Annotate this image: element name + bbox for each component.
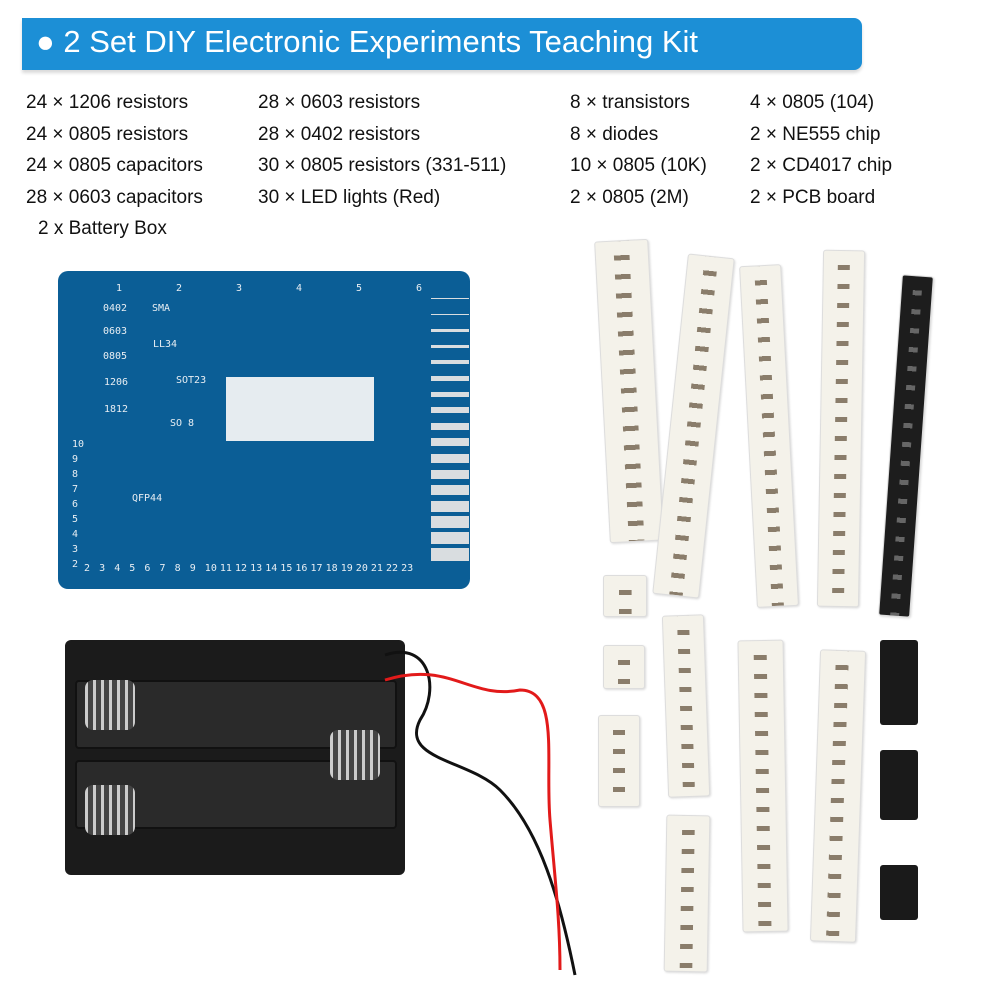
ruler-tick-label: 9: [189, 563, 196, 574]
trace-width-sample: [431, 329, 469, 332]
ruler-tick-label: 7: [72, 484, 79, 495]
trace-width-sample: [431, 391, 469, 398]
ruler-tick-label: 5: [129, 563, 136, 574]
ic-chip-package: [880, 750, 918, 820]
trace-width-sample: [431, 500, 469, 512]
component-tape-strip: [603, 575, 647, 617]
spec-item: 30 × 0805 resistors (331-511): [258, 155, 507, 176]
pcb-window: [226, 377, 374, 441]
ruler-tick-label: 4: [296, 283, 303, 294]
spring-icon: [85, 680, 135, 730]
trace-width-sample: [431, 422, 469, 430]
ruler-tick-label: 4: [72, 529, 79, 540]
footprint-label: QFP44: [132, 493, 163, 504]
ic-chip-package: [880, 640, 918, 725]
footprint-label: SO 8: [170, 418, 195, 429]
spec-item: 2 x Battery Box: [38, 218, 167, 239]
ruler-tick-label: 15: [280, 563, 293, 574]
ruler-tick-label: 6: [72, 499, 79, 510]
ruler-tick-label: 6: [144, 563, 151, 574]
ruler-tick-label: 4: [114, 563, 121, 574]
title-banner: ● 2 Set DIY Electronic Experiments Teach…: [22, 18, 862, 70]
footprint-label: SMA: [152, 303, 171, 314]
spec-item: 2 × 0805 (2M): [570, 186, 689, 208]
trace-width-sample: [431, 438, 469, 447]
footprint-label: 0805: [103, 351, 128, 362]
ruler-tick-label: 9: [72, 454, 79, 465]
spec-item: 8 × diodes: [570, 123, 659, 145]
spec-item: 28 × 0603 resistors: [258, 92, 421, 113]
spec-item: 28 × 0402 resistors: [258, 123, 421, 145]
footprint-label: 1206: [104, 377, 129, 388]
spec-item: 30 × LED lights (Red): [258, 186, 441, 208]
footprint-label: 0402: [103, 303, 128, 314]
ruler-tick-label: 14: [265, 563, 278, 574]
trace-width-sample: [431, 407, 469, 414]
trace-width-sample: [431, 532, 469, 545]
spec-item: 2 × NE555 chip: [750, 123, 881, 145]
ruler-tick-label: 20: [355, 563, 368, 574]
component-tape-strip: [603, 645, 645, 689]
trace-width-sample: [431, 360, 469, 365]
ruler-tick-label: 3: [236, 283, 243, 294]
ruler-tick-label: 6: [416, 283, 423, 294]
ruler-tick-label: 18: [325, 563, 338, 574]
ruler-tick-label: 3: [99, 563, 106, 574]
trace-width-sample: [431, 469, 469, 479]
ruler-tick-label: 23: [401, 563, 414, 574]
ruler-tick-label: 3: [72, 544, 79, 555]
ruler-tick-label: 5: [72, 514, 79, 525]
ruler-tick-label: 11: [219, 563, 232, 574]
trace-width-sample: [431, 547, 469, 561]
spec-item: 28 × 0603 capacitors: [26, 186, 203, 208]
ruler-tick-label: 5: [356, 283, 363, 294]
ruler-tick-label: 16: [295, 563, 308, 574]
footprint-label: LL34: [153, 339, 178, 350]
trace-width-sample: [431, 344, 469, 349]
footprint-label: 1812: [104, 404, 129, 415]
trace-width-sample: [431, 454, 469, 463]
trace-width-sample: [431, 485, 469, 496]
ruler-tick-label: 10: [72, 439, 85, 450]
spec-item: 24 × 1206 resistors: [26, 92, 189, 113]
battery-box: [65, 640, 405, 875]
ruler-tick-label: 2: [84, 563, 91, 574]
ruler-tick-label: 17: [310, 563, 323, 574]
trace-width-sample: [431, 313, 469, 316]
trace-width-sample: [431, 376, 469, 381]
component-tape-strip: [598, 715, 640, 807]
ruler-tick-label: 10: [204, 563, 217, 574]
ruler-tick-label: 7: [159, 563, 166, 574]
spec-item: 8 × transistors: [570, 92, 690, 113]
page-title: ● 2 Set DIY Electronic Experiments Teach…: [36, 24, 699, 59]
spring-icon: [85, 785, 135, 835]
ruler-tick-label: 21: [370, 563, 383, 574]
ruler-tick-label: 2: [176, 283, 183, 294]
ruler-tick-label: 12: [235, 563, 248, 574]
spec-item: 2 × PCB board: [750, 186, 876, 208]
footprint-label: SOT23: [176, 375, 207, 386]
ruler-tick-label: 19: [340, 563, 353, 574]
trace-width-sample: [431, 298, 469, 299]
ruler-tick-label: 1: [116, 283, 123, 294]
spec-item: 4 × 0805 (104): [750, 92, 875, 113]
ic-chip-package: [880, 865, 918, 920]
spec-item: 24 × 0805 capacitors: [26, 155, 203, 176]
spec-item: 2 × CD4017 chip: [750, 155, 893, 176]
footprint-label: 0603: [103, 326, 128, 337]
spring-icon: [330, 730, 380, 780]
ruler-tick-label: 8: [72, 469, 79, 480]
spec-item: 24 × 0805 resistors: [26, 123, 189, 145]
trace-width-sample: [431, 516, 469, 528]
ruler-tick-label: 8: [174, 563, 181, 574]
ruler-tick-label: 13: [250, 563, 263, 574]
ruler-tick-label: 22: [386, 563, 399, 574]
spec-item: 10 × 0805 (10K): [570, 155, 707, 176]
ruler-tick-label: 2: [72, 559, 79, 570]
